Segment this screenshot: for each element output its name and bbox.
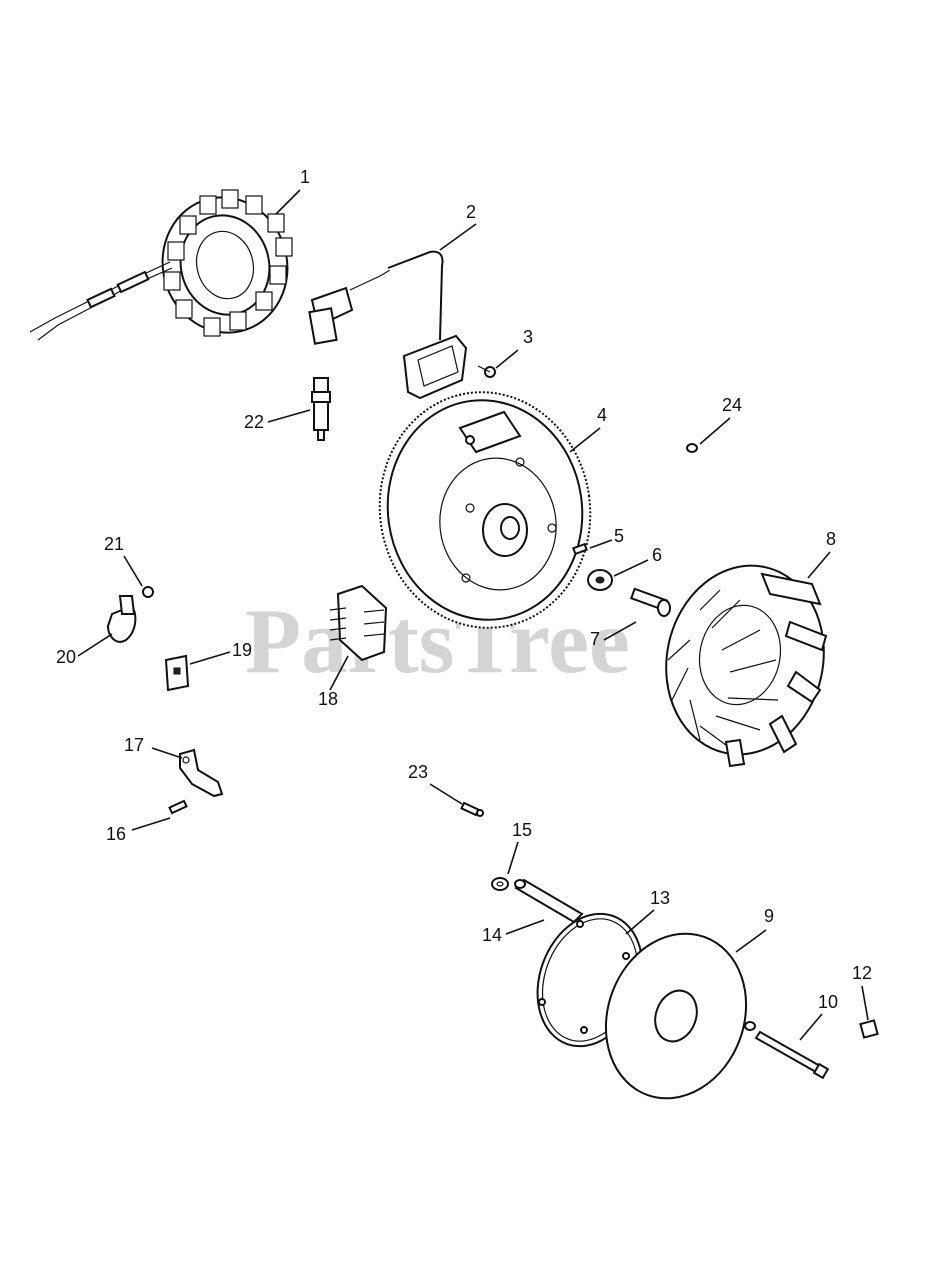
nut-part-21[interactable] (142, 586, 154, 598)
leader-line-14 (505, 919, 545, 935)
callout-label-9[interactable]: 9 (764, 906, 774, 926)
screw-part-7[interactable] (629, 587, 671, 617)
connector-part[interactable] (164, 654, 190, 692)
nut-part-12[interactable] (859, 1019, 879, 1039)
bolt-part[interactable] (744, 1021, 830, 1080)
leader-line-13 (625, 909, 655, 935)
callout-label-16[interactable]: 16 (106, 824, 126, 844)
leader-line-15 (507, 841, 519, 875)
callout-label-3[interactable]: 3 (523, 327, 533, 347)
callout-label-6[interactable]: 6 (652, 545, 662, 565)
leader-line-18 (329, 655, 349, 691)
leader-line-7 (603, 621, 637, 641)
spacer-part[interactable] (514, 878, 584, 924)
key-part[interactable] (572, 542, 588, 556)
callout-label-10[interactable]: 10 (818, 992, 838, 1012)
callout-label-18[interactable]: 18 (318, 689, 338, 709)
leader-line-19 (189, 651, 231, 665)
callout-label-14[interactable]: 14 (482, 925, 502, 945)
callout-label-4[interactable]: 4 (597, 405, 607, 425)
rectifier-regulator-part[interactable] (329, 584, 388, 662)
leader-line-4 (569, 427, 601, 453)
callout-label-21[interactable]: 21 (104, 534, 124, 554)
leader-line-24 (699, 417, 731, 445)
leader-line-6 (613, 559, 649, 577)
callout-label-17[interactable]: 17 (124, 735, 144, 755)
ignition-module-part[interactable] (308, 250, 468, 400)
stator-part[interactable] (29, 183, 302, 346)
leader-line-17 (151, 747, 183, 759)
leader-line-1 (275, 189, 301, 215)
callout-label-20[interactable]: 20 (56, 647, 76, 667)
leader-line-2 (439, 223, 477, 251)
leader-line-12 (861, 985, 869, 1021)
flywheel-part[interactable] (365, 379, 606, 642)
fan-part[interactable] (649, 551, 841, 769)
callout-label-7[interactable]: 7 (590, 629, 600, 649)
callout-label-5[interactable]: 5 (614, 526, 624, 546)
screw-part-3[interactable] (477, 365, 496, 378)
leader-line-10 (799, 1013, 823, 1041)
callout-label-19[interactable]: 19 (232, 640, 252, 660)
callout-label-2[interactable]: 2 (466, 202, 476, 222)
leader-line-22 (267, 409, 311, 423)
clip-part[interactable] (106, 595, 137, 643)
washer-part-15[interactable] (491, 877, 509, 891)
callout-label-13[interactable]: 13 (650, 888, 670, 908)
callout-label-22[interactable]: 22 (244, 412, 264, 432)
leader-line-21 (123, 555, 143, 587)
callout-label-15[interactable]: 15 (512, 820, 532, 840)
callout-label-24[interactable]: 24 (722, 395, 742, 415)
pin-part[interactable] (686, 443, 698, 453)
leader-line-8 (807, 551, 831, 579)
leader-line-5 (589, 539, 613, 549)
leader-line-20 (77, 633, 113, 657)
leader-line-3 (495, 349, 519, 369)
bracket-part[interactable] (179, 748, 224, 798)
callout-label-8[interactable]: 8 (826, 529, 836, 549)
leader-line-23 (429, 783, 463, 805)
screw-part-16[interactable] (168, 799, 188, 815)
leader-line-9 (735, 929, 767, 953)
callout-label-12[interactable]: 12 (852, 963, 872, 983)
callout-label-23[interactable]: 23 (408, 762, 428, 782)
grass-screen-part[interactable] (583, 914, 768, 1118)
spark-plug-part[interactable] (311, 377, 331, 441)
leader-line-16 (131, 817, 171, 831)
washer-part-6[interactable] (587, 569, 613, 591)
screw-part-23[interactable] (460, 801, 484, 817)
callout-label-1[interactable]: 1 (300, 167, 310, 187)
